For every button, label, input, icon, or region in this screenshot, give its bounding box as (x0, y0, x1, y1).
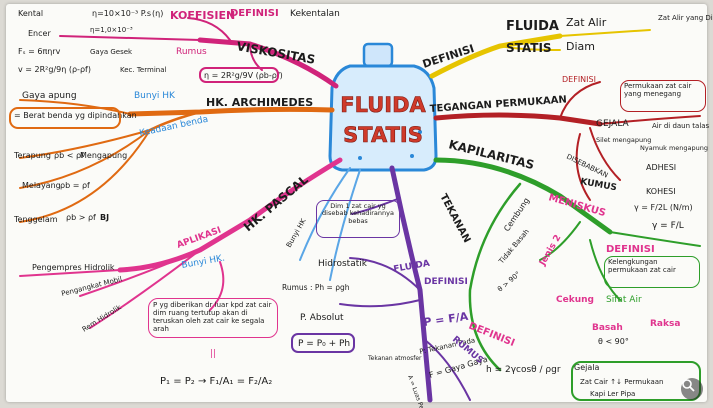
label-tegangan-def: Permukaan zat cair yang menegang (620, 80, 706, 112)
label-melayang: Melayang (22, 181, 61, 190)
label-sifat-air: Sifat Air (606, 295, 642, 305)
label-definisi-tek: DEFINISI (424, 277, 468, 287)
label-statis-top: STATIS (506, 41, 552, 55)
p-abs-box (291, 333, 355, 353)
label-berat-benda: = Berat benda yg dipindahkan (14, 111, 137, 120)
label-gaya-gesek: Gaya Gesek (90, 48, 133, 56)
branch-lines (19, 17, 701, 403)
center-title-2: STATIS (343, 123, 423, 147)
label-tenggelam: Tenggelam (13, 215, 58, 224)
label-fluida-top: FLUIDA (506, 19, 559, 34)
label-pengangkat: Pengangkat Mobil (61, 275, 123, 298)
label-tekanan-def: Dim 1 zat cair yg disebab kehadirannya b… (316, 200, 400, 238)
label-terapung: Terapung (13, 151, 51, 160)
label-air-daun: Air di daun talas (652, 122, 710, 130)
label-kelengkungan: Kelengkungan permukaan zat cair (604, 256, 700, 288)
tekanan-def-box: Dim 1 zat cair yg disebab kehadirannya b… (316, 200, 400, 238)
label-melayang-f: ρb = ρf (60, 181, 90, 190)
label-pascal-formula: P₁ = P₂ → F₁/A₁ = F₂/A₂ (160, 376, 272, 387)
label-hidrostatik: Hidrostatik (318, 259, 368, 269)
label-kekentalan: Kekentalan (290, 9, 340, 19)
label-tegangan: TEGANGAN PERMUKAAN (429, 94, 567, 115)
label-silet: Silet mengapung (596, 136, 651, 144)
center-node: FLUIDA STATIS (328, 42, 438, 172)
label-pf: P = F/A (423, 310, 470, 329)
label-naik-turun: Zat Cair ↑↓ Permukaan (580, 378, 663, 386)
label-definisi-kap-2: DEFINISI (467, 321, 516, 349)
label-jenis: Jenis 2 (537, 233, 563, 268)
label-theta-lt: θ < 90° (598, 337, 629, 346)
label-tenggelam-u: BJ (100, 213, 109, 222)
berat-box (9, 107, 121, 129)
magnifier-icon[interactable] (681, 378, 703, 400)
label-keadaan-benda: Keadaan benda (139, 115, 210, 139)
label-bunyi-hk-tek: Bunyi HK (285, 217, 308, 249)
label-terapung-m: Mengapung (80, 151, 127, 160)
label-gejala-kap: Gejala (574, 363, 599, 372)
label-definisi-kap: DEFINISI (606, 244, 655, 255)
label-definisi-teg: DEFINISI (562, 75, 596, 84)
label-eta-small: η = 2R²g/9V (ρb-ρf) (204, 71, 283, 80)
label-eta-formula: η=10×10⁻³ P.s (92, 9, 151, 18)
label-kapiler: Kapi Ler Pipa (590, 390, 635, 398)
label-diam: Diam (566, 40, 595, 53)
center-title-1: FLUIDA (340, 93, 426, 117)
label-tenggelam-f: ρb > ρf (66, 213, 96, 222)
pascal-bunyi-box: P yg diberikan dr luar kpd zat cair dim … (148, 298, 278, 338)
label-terapung-f: ρb < ρf (54, 151, 84, 160)
label-p-abs-formula: P = P₀ + Ph (298, 339, 350, 349)
kelengkungan-box: Kelengkungan permukaan zat cair (604, 256, 700, 288)
label-equal: || (210, 349, 216, 359)
label-kental: Kental (18, 9, 43, 18)
label-kec-terminal: Kec. Terminal (120, 66, 166, 74)
label-rumus-visk: Rumus (176, 47, 207, 57)
label-definisi-kekentalan: DEFINISI (230, 8, 279, 19)
tegangan-def-box: Permukaan zat cair yang menegang (620, 80, 706, 112)
label-h-formula: h = 2γcosθ / ρgr (486, 365, 561, 375)
label-tekanan: TEKANAN (437, 192, 472, 245)
label-zat-alir: Zat Alir (566, 16, 607, 29)
label-basah: Basah (592, 323, 623, 333)
label-bunyi-text: P yg diberikan dr luar kpd zat cair dim … (148, 298, 278, 338)
label-rem: Rem Hidrolik (81, 303, 124, 334)
zoom-glyph (682, 379, 695, 392)
label-nyamuk: Nyamuk mengapung (640, 144, 708, 152)
eta-box (199, 67, 279, 83)
label-bunyi-hk-archi: Bunyi HK (134, 91, 176, 101)
label-encer-val: η=1,0×10⁻³ (90, 26, 133, 34)
tekanan-group: Dim 1 zat cair yg disebab kehadirannya b… (282, 192, 489, 408)
label-hk-archimedes: HK. ARCHIMEDES (206, 96, 313, 109)
viskositas-group: Kental η=10×10⁻³ P.s (η) KOEFISIEN DEFIN… (18, 8, 340, 83)
label-tidak-basah: Tidak Basah (497, 228, 531, 266)
label-adhesi: ADHESI (646, 163, 676, 172)
label-pengempres: Pengempres Hidrolik (32, 263, 115, 272)
label-vt-formula: v = 2R²g/9η (ρ-ρf) (18, 65, 91, 74)
label-theta-gt: θ > 90° (496, 270, 522, 293)
label-kohesi: KOHESI (646, 187, 676, 196)
label-gejala-teg: GEJALA (596, 119, 630, 129)
label-meniskus: MENISKUS (547, 192, 607, 219)
label-koefisien: KOEFISIEN (170, 9, 235, 22)
label-fs-formula: Fₛ = 6πηrv (18, 47, 61, 56)
label-tekanan-atmosfer: Tekanan atmosfer (367, 355, 422, 362)
label-cekung: Cekung (556, 295, 594, 305)
label-fluida-tek: FLUIDA (393, 259, 431, 275)
label-eta-sym: (η) (152, 9, 163, 18)
label-gaya-apung: Gaya apung (22, 91, 77, 101)
label-encer: Encer (28, 29, 51, 38)
label-gamma-s: γ = F/L (652, 221, 684, 231)
label-viskositas: VISKOSITAS (235, 39, 316, 67)
label-rumus-ph: Rumus : Ph = ρgh (282, 283, 350, 292)
label-zat-alir-small: Zat Alir yang Diam (658, 14, 713, 22)
label-p-absolut: P. Absolut (300, 313, 344, 323)
label-raksa: Raksa (650, 319, 680, 329)
label-gamma-f: γ = F/2L (N/m) (634, 203, 693, 212)
